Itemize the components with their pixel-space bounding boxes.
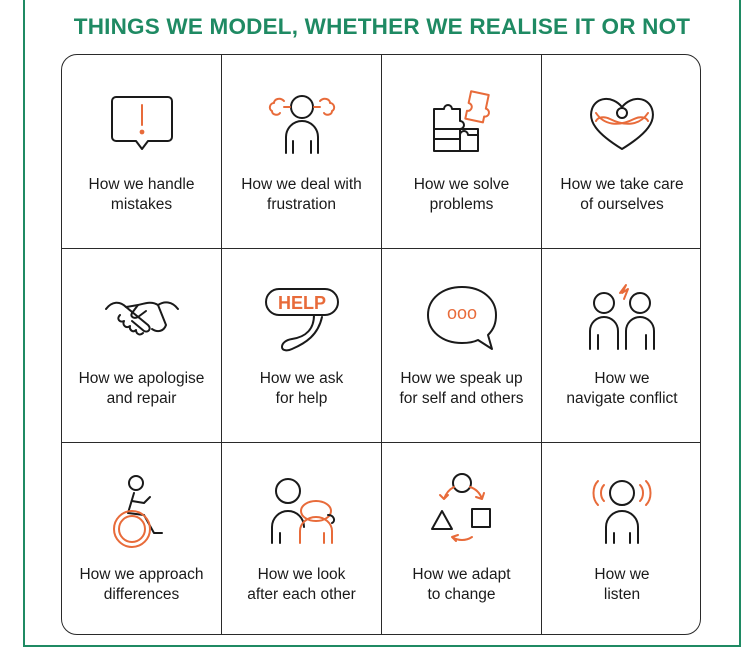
speech-bubble-exclamation-icon <box>111 96 173 150</box>
people-caring-icon <box>271 478 336 544</box>
help-sign-icon: HELP <box>265 288 339 352</box>
puzzle-pieces-icon <box>433 90 490 152</box>
frustrated-person-icon <box>268 95 336 154</box>
page-frame <box>23 0 741 647</box>
shapes-cycle-icon <box>431 473 491 542</box>
two-people-conflict-icon <box>589 284 655 350</box>
wheelchair-user-icon <box>113 475 163 548</box>
self-hug-heart-icon <box>590 98 654 150</box>
listening-person-icon <box>592 480 652 544</box>
speech-bubble-dots-icon: ooo <box>427 286 497 350</box>
help-sign-text: HELP <box>278 293 326 313</box>
page-title: THINGS WE MODEL, WHETHER WE REALISE IT O… <box>73 14 691 39</box>
handshake-icon <box>105 301 179 336</box>
dots-text: ooo <box>447 303 477 323</box>
